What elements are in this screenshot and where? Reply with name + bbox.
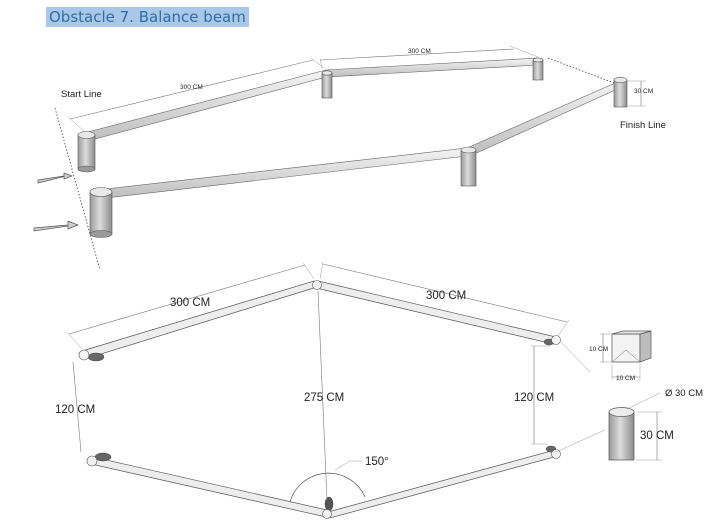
plan-post-lower-mid bbox=[322, 496, 334, 519]
post-far-end bbox=[532, 57, 544, 81]
post-near-start bbox=[89, 187, 113, 238]
dim-label-far-left: 300 CM bbox=[180, 84, 203, 91]
plan-post-upper-left bbox=[78, 349, 105, 362]
plan-post-lower-right bbox=[545, 445, 561, 459]
plan-beam-lower-left bbox=[90, 456, 328, 518]
plan-dim-label-upper-right: 300 CM bbox=[426, 290, 466, 302]
beam-cross-section-detail: 10 CM 10 CM bbox=[589, 330, 652, 382]
beam-detail-height-label: 10 CM bbox=[589, 346, 608, 353]
dimension-far-right: 300 CM bbox=[319, 45, 539, 69]
post-far-mid bbox=[321, 70, 333, 99]
plan-post-lower-left bbox=[86, 452, 112, 467]
page-title: Obstacle 7. Balance beam bbox=[46, 7, 249, 27]
plan-dim-label-left-gap: 120 CM bbox=[55, 404, 95, 416]
plan-post-upper-mid bbox=[312, 280, 322, 290]
plan-post-upper-right bbox=[543, 335, 561, 346]
plan-angle-label: 150° bbox=[365, 456, 389, 468]
dimension-post-height: 30 CM bbox=[626, 80, 653, 107]
plan-angle: 150° bbox=[289, 456, 389, 503]
near-beam bbox=[96, 79, 625, 200]
plan-dim-label-center: 275 CM bbox=[304, 392, 344, 404]
plan-dim-right-gap: 120 CM bbox=[514, 345, 554, 445]
callout-beam-detail bbox=[559, 340, 591, 373]
post-near-mid bbox=[460, 146, 477, 187]
plan-dim-label-right-gap: 120 CM bbox=[514, 392, 554, 404]
callout-post-detail bbox=[555, 429, 606, 453]
dim-label-far-right: 300 CM bbox=[408, 48, 431, 55]
post-detail: Ø 30 CM 30 CM bbox=[608, 388, 703, 461]
post-near-end bbox=[613, 77, 628, 108]
plan-dim-center: 275 CM bbox=[304, 290, 344, 501]
plan-dim-left-gap: 120 CM bbox=[55, 361, 95, 453]
plan-dim-upper-left: 300 CM bbox=[66, 262, 315, 350]
finish-line-label: Finish Line bbox=[620, 120, 666, 131]
plan-view: 300 CM 300 CM 120 CM 120 CM 275 CM bbox=[55, 261, 606, 519]
finish-line-marker bbox=[547, 57, 623, 87]
far-beam bbox=[83, 57, 539, 143]
beam-detail-width-label: 10 CM bbox=[616, 375, 635, 382]
post-detail-diameter-label: Ø 30 CM bbox=[665, 388, 703, 399]
dim-label-post-height: 30 CM bbox=[634, 88, 653, 95]
entry-arrow-lower bbox=[33, 220, 79, 232]
dimension-far-left: 300 CM bbox=[67, 57, 325, 132]
start-line-label: Start Line bbox=[61, 89, 102, 100]
entry-arrow-upper bbox=[37, 172, 73, 184]
post-far-start bbox=[77, 131, 96, 173]
plan-dim-upper-right: 300 CM bbox=[319, 261, 570, 337]
plan-dim-label-upper-left: 300 CM bbox=[170, 297, 210, 309]
perspective-view: Start Line Finish Line bbox=[33, 45, 666, 271]
post-detail-height-label: 30 CM bbox=[640, 430, 674, 442]
